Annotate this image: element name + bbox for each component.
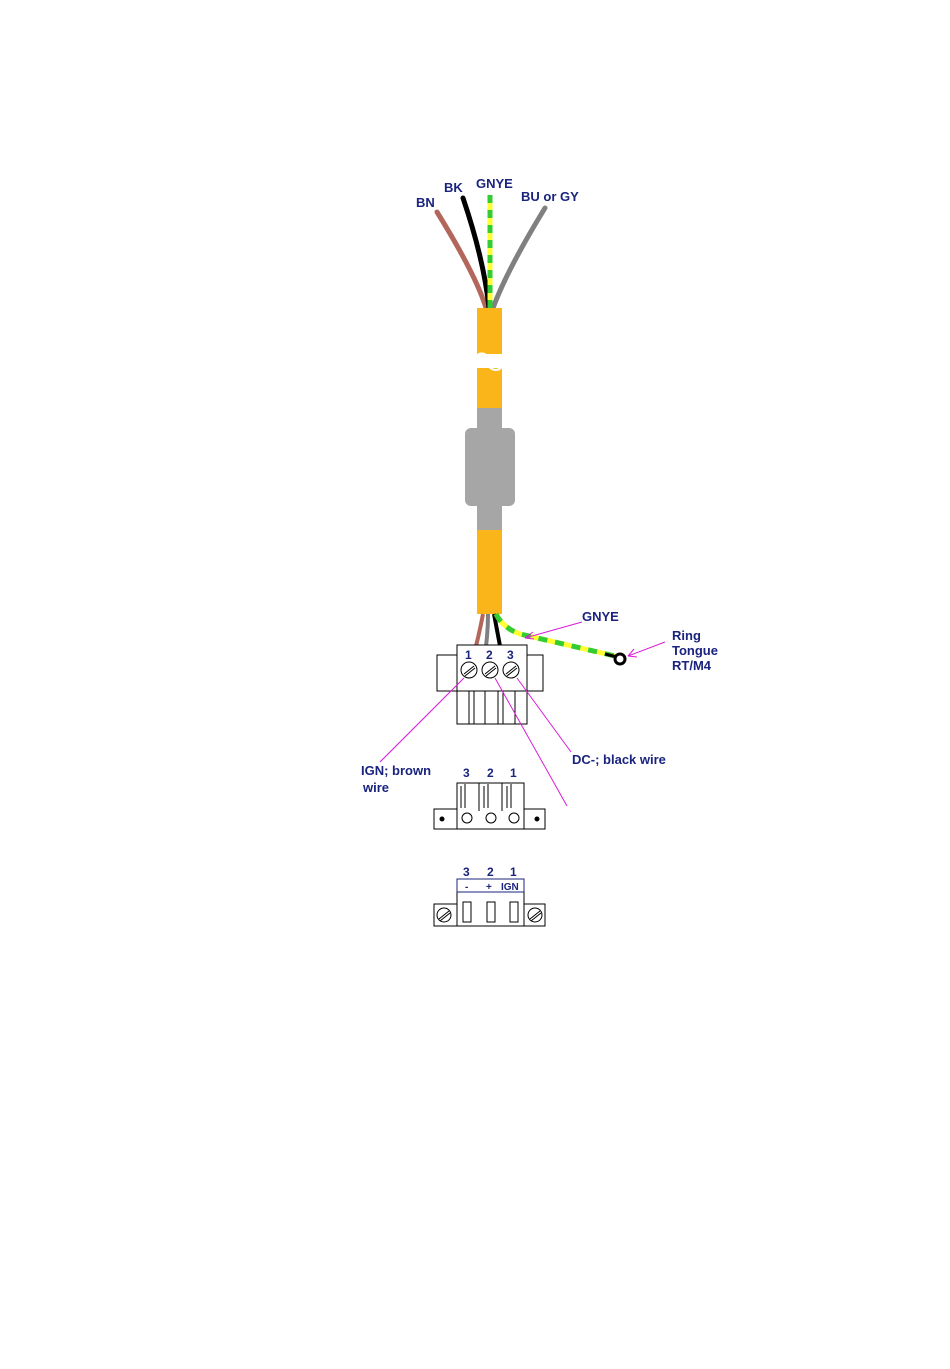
- label-bn: BN: [416, 195, 435, 210]
- ring-tongue-terminal: [615, 654, 625, 664]
- front-pin-1: 1: [510, 865, 517, 879]
- cable-jacket-lower: [477, 530, 502, 614]
- label-ring: Ring: [672, 628, 701, 643]
- gnye-leader: [525, 622, 582, 638]
- label-dc-minus: DC-; black wire: [572, 752, 666, 767]
- polarity-ign: IGN: [501, 882, 519, 893]
- screw-1: [461, 662, 477, 678]
- label-bk: BK: [444, 180, 463, 195]
- top-pin-1: 1: [465, 648, 472, 662]
- screw-3: [503, 662, 519, 678]
- polarity-minus: -: [465, 882, 468, 893]
- label-ign-line1: IGN; brown: [361, 763, 431, 778]
- grey-wire: [493, 208, 545, 308]
- label-rt-m4: RT/M4: [672, 658, 712, 673]
- ign-leader: [380, 678, 464, 762]
- side-screw-left: [437, 908, 451, 922]
- wire-fanout: [437, 195, 545, 308]
- label-bu-gy: BU or GY: [521, 189, 579, 204]
- side-screw-right: [528, 908, 542, 922]
- front-pin-2: 2: [487, 865, 494, 879]
- polarity-plus: +: [486, 882, 492, 893]
- cable-jacket-upper: [477, 308, 502, 408]
- label-ign-line2: wire: [362, 780, 389, 795]
- black-wire: [463, 198, 489, 308]
- side-pin-2: 2: [487, 766, 494, 780]
- label-tongue: Tongue: [672, 643, 718, 658]
- top-pin-3: 3: [507, 648, 514, 662]
- side-pin-3: 3: [463, 766, 470, 780]
- connector-side-view: [434, 783, 545, 829]
- label-gnye-top: GNYE: [476, 176, 513, 191]
- screw-2: [482, 662, 498, 678]
- top-pin-2: 2: [486, 648, 493, 662]
- ferrite-core: [465, 408, 515, 530]
- label-gnye-earth: GNYE: [582, 609, 619, 624]
- side-pin-1: 1: [510, 766, 517, 780]
- front-pin-3: 3: [463, 865, 470, 879]
